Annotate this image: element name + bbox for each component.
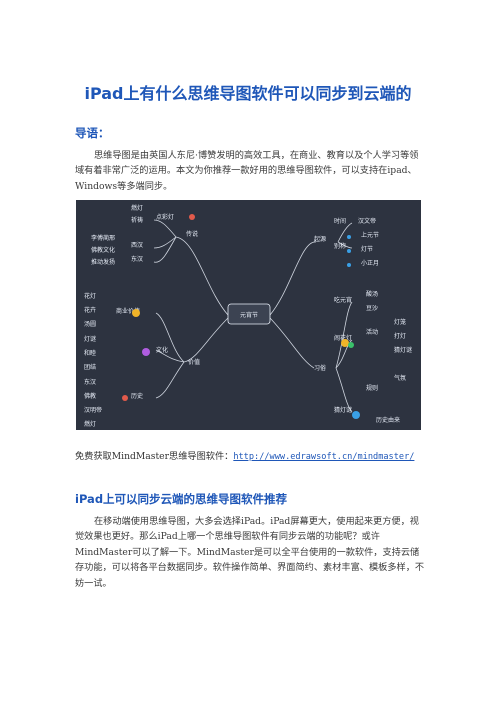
mindmap-sub-4-2: 闹花灯 (334, 334, 352, 342)
section-heading: iPad上可以同步云端的思维导图软件推荐 (75, 492, 288, 506)
blue-dot-icon (347, 263, 351, 267)
mindmap-leaf-4-9: 历史由来 (376, 416, 400, 424)
mindmap-leaf-3-1: 花灯 (84, 292, 96, 300)
lantern-icon (189, 214, 195, 220)
mindmap-leaf-3-9: 汉明帝 (84, 406, 102, 414)
mindmap-leaf-3-4: 灯谜 (84, 335, 96, 343)
balloon-icon (348, 342, 354, 348)
blue-dot-icon (347, 249, 351, 253)
mindmap-branch-3: 价值 (188, 358, 200, 366)
download-label: 免费获取MindMaster思维导图软件： (75, 451, 234, 462)
mindmap-sub-2-1: 时间 (334, 217, 346, 225)
mindmap-leaf-3-3: 汤圆 (84, 320, 96, 328)
mindmap-leaf-4-8: 气氛 (394, 374, 406, 382)
balloon-icon (341, 339, 349, 347)
mindmap-center: 元宵节 (240, 311, 258, 319)
mindmap-leaf-1-2: 祈祷 (131, 216, 143, 224)
mindmap-leaf-3-10: 燃灯 (84, 420, 96, 428)
history-icon (122, 395, 128, 401)
document-title: iPad上有什么思维导图软件可以同步到云端的 (84, 84, 412, 103)
mindmap-sub-3-2: 文化 (156, 346, 168, 354)
mindmap-sub-4-1: 吃元宵 (334, 296, 352, 304)
intro-heading: 导语： (75, 126, 110, 140)
download-line: 免费获取MindMaster思维导图软件：http://www.edrawsof… (75, 448, 414, 462)
mindmap-sub-3-3: 历史 (131, 392, 143, 400)
culture-icon (142, 348, 150, 356)
mindmap-branch-4: 习俗 (314, 364, 326, 372)
mindmap-sub-2-2: 别称 (334, 242, 346, 250)
mindmap-branch-1: 传说 (186, 230, 198, 238)
mindmap-leaf-1-1: 燃灯 (131, 204, 143, 212)
mindmap-leaf-4-7: 规则 (366, 384, 378, 392)
blue-dot-icon (347, 235, 351, 239)
mindmap-leaf-3-8: 佛教 (84, 392, 96, 400)
mindmap-leaf-3-7: 东汉 (84, 378, 96, 386)
mindmap-leaf-3-2: 花卉 (84, 306, 96, 314)
mindmap-image: 元宵节 传说 起源 价值 习俗 点彩灯 西汉 东汉 燃灯 祈祷 李傅蔺邢 佛教文… (76, 200, 421, 430)
section-paragraph: 在移动端使用思维导图，大多会选择iPad。iPad屏幕更大，使用起来更方便，视觉… (75, 516, 425, 589)
mindmap-sub-1-1: 点彩灯 (156, 213, 174, 221)
mindmap-sub-1-2: 西汉 (131, 241, 143, 249)
mindmap-sub-4-3: 猜灯谜 (334, 406, 352, 414)
mindmap-leaf-2-4: 小正月 (361, 259, 379, 267)
mindmap-sub-1-3: 东汉 (131, 255, 143, 263)
money-icon (132, 309, 140, 317)
mindmap-leaf-2-3: 灯节 (361, 245, 373, 253)
mindmap-leaf-4-6: 猜灯谜 (394, 346, 412, 354)
mindmap-leaf-4-4: 灯笼 (394, 318, 406, 326)
mindmap-branch-2: 起源 (314, 235, 326, 243)
mindmap-leaf-4-5: 打灯 (394, 332, 406, 340)
mindmap-leaf-1-3: 李傅蔺邢 (91, 234, 115, 242)
gear-icon (352, 411, 360, 419)
mindmap-leaf-2-1: 汉文帝 (358, 217, 376, 225)
mindmap-leaf-4-1: 酸汤 (366, 290, 378, 298)
mindmap-leaf-4-3: 活动 (366, 328, 378, 336)
download-link[interactable]: http://www.edrawsoft.cn/mindmaster/ (233, 452, 415, 462)
mindmap-leaf-3-6: 团结 (84, 363, 96, 371)
mindmap-leaf-1-5: 推动发扬 (91, 258, 115, 266)
intro-paragraph: 思维导图是由英国人东尼·博赞发明的高效工具，在商业、教育以及个人学习等领域有着非… (75, 150, 419, 192)
mindmap-leaf-2-2: 上元节 (361, 231, 379, 239)
mindmap-leaf-4-2: 豆沙 (366, 305, 378, 312)
mindmap-leaf-3-5: 和睦 (84, 349, 96, 357)
mindmap-sub-3-1: 商业价值 (116, 307, 140, 315)
mindmap-leaf-1-4: 佛教文化 (91, 246, 115, 254)
